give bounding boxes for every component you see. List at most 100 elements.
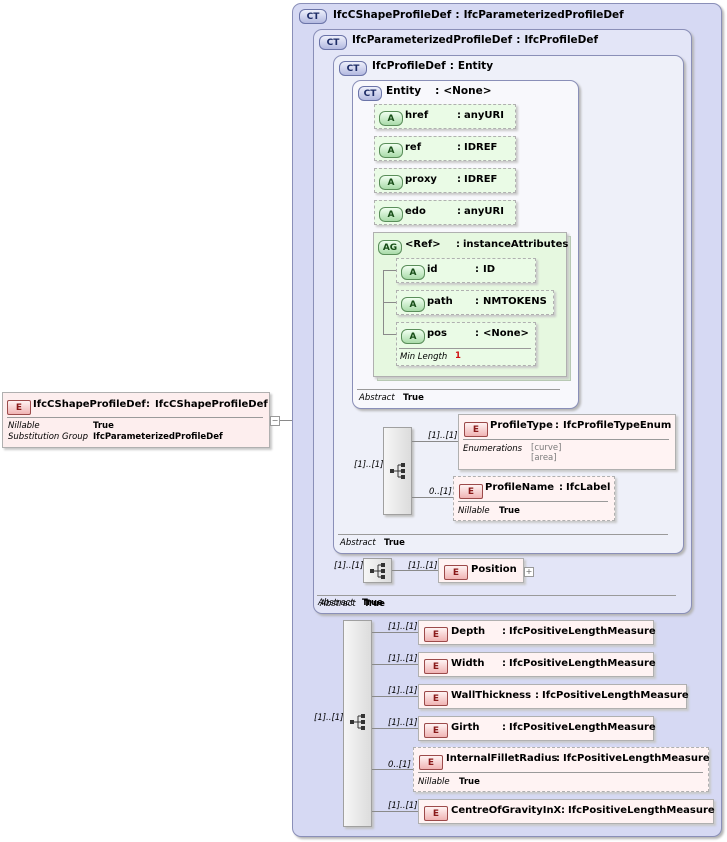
element-internalfilletradius[interactable]: E InternalFilletRadius : IfcPositiveLeng… (413, 747, 710, 792)
connector-line (372, 769, 413, 770)
element-depth[interactable]: E Depth : IfcPositiveLengthMeasure (418, 620, 656, 645)
min-length-value: 1 (455, 351, 461, 361)
separator: : (475, 328, 479, 339)
connector-line (412, 497, 453, 498)
separator: : (146, 399, 150, 410)
element-name: Width (451, 658, 485, 669)
abstract-value: True (364, 599, 385, 609)
nillable-value: True (459, 777, 480, 787)
complex-type-base: Entity (457, 60, 494, 72)
sequence-icon (370, 563, 385, 579)
separator: : (457, 110, 461, 121)
attribute-proxy[interactable]: A proxy : IDREF (374, 168, 516, 193)
element-type: IfcPositiveLengthMeasure (509, 658, 656, 669)
attribute-edo[interactable]: A edo : anyURI (374, 200, 516, 225)
cardinality-label: [1]..[1] (314, 713, 344, 723)
connector-line (372, 664, 418, 665)
attribute-group-name: <Ref> (405, 239, 441, 250)
attribute-type: NMTOKENS (483, 296, 547, 307)
divider (458, 501, 608, 502)
abstract-label: Abstract (340, 538, 376, 548)
divider (463, 439, 669, 440)
abstract-value: True (362, 598, 383, 608)
complex-type-badge: CT (339, 61, 367, 76)
root-element-name: IfcCShapeProfileDef (33, 399, 146, 410)
complex-type-title: IfcParameterizedProfileDef:IfcProfileDef (352, 34, 598, 46)
complex-type-badge: CT (358, 86, 382, 101)
cardinality-label: [1]..[1] (408, 561, 438, 571)
attribute-group-type: instanceAttributes (463, 239, 569, 250)
element-centreofgravityinx[interactable]: E CentreOfGravityInX : IfcPositiveLength… (418, 799, 715, 824)
element-profilename[interactable]: E ProfileName : IfcLabel Nillable True (453, 476, 615, 521)
element-name: ProfileType (490, 420, 553, 431)
cardinality-label: 0..[1] (429, 487, 452, 497)
attribute-name: ref (405, 142, 422, 153)
element-badge: E (424, 691, 448, 706)
attribute-name: proxy (405, 174, 437, 185)
expand-toggle-icon[interactable]: + (524, 567, 534, 577)
divider (7, 417, 263, 418)
abstract-label: Abstract (320, 599, 356, 609)
min-length-label: Min Length (400, 352, 448, 362)
attribute-name: id (427, 264, 438, 275)
cardinality-label: 0..[1] (388, 760, 411, 770)
prop-key-substitution-group: Substitution Group (8, 432, 89, 442)
complex-type-name: Entity (386, 85, 422, 97)
enumerations-label: Enumerations (463, 444, 523, 454)
element-name: WallThickness (451, 690, 532, 701)
cardinality-label: [1]..[1] (388, 801, 418, 811)
divider (357, 389, 560, 390)
connector-line (372, 728, 418, 729)
element-badge: E (419, 755, 443, 770)
attribute-type: IDREF (464, 174, 498, 185)
enumeration-value: [curve] (531, 443, 562, 453)
separator: : (556, 753, 560, 764)
separator: : (435, 85, 440, 97)
attribute-badge: A (401, 329, 425, 344)
element-type: IfcPositiveLengthMeasure (542, 690, 689, 701)
separator: : (516, 34, 521, 46)
complex-type-base: IfcParameterizedProfileDef (463, 9, 624, 21)
complex-type-badge: CT (319, 35, 347, 50)
complex-type-name: IfcProfileDef (372, 60, 446, 72)
element-girth[interactable]: E Girth : IfcPositiveLengthMeasure (418, 716, 656, 741)
root-element-box[interactable]: E IfcCShapeProfileDef : IfcCShapeProfile… (2, 392, 270, 448)
attribute-ref[interactable]: A ref : IDREF (374, 136, 516, 161)
prop-key-nillable: Nillable (8, 421, 40, 431)
separator: : (457, 142, 461, 153)
element-badge: E (424, 806, 448, 821)
attribute-id[interactable]: A id : ID (396, 258, 536, 283)
complex-type-name: IfcParameterizedProfileDef (352, 34, 513, 46)
root-element-type: IfcCShapeProfileDef (155, 399, 268, 410)
element-width[interactable]: E Width : IfcPositiveLengthMeasure (418, 652, 656, 677)
abstract-label: Abstract (318, 598, 354, 608)
element-name: Girth (451, 722, 480, 733)
separator: : (502, 626, 506, 637)
separator: : (475, 264, 479, 275)
element-type: IfcPositiveLengthMeasure (563, 753, 710, 764)
separator: : (502, 722, 506, 733)
attribute-type: ID (483, 264, 496, 275)
divider (317, 595, 675, 596)
attribute-href[interactable]: A href : anyURI (374, 104, 516, 129)
element-badge: E (459, 484, 483, 499)
element-type: IfcProfileTypeEnum (563, 420, 672, 431)
attribute-path[interactable]: A path : NMTOKENS (396, 290, 554, 315)
connector-line (383, 334, 397, 335)
element-wallthickness[interactable]: E WallThickness : IfcPositiveLengthMeasu… (418, 684, 689, 709)
nillable-label: Nillable (418, 777, 450, 787)
attribute-type: anyURI (464, 206, 504, 217)
element-position[interactable]: E Position (438, 558, 524, 583)
separator: : (475, 296, 479, 307)
element-badge: E (444, 565, 468, 580)
separator: : (457, 174, 461, 185)
element-name: InternalFilletRadius (446, 753, 558, 764)
connector-line (412, 441, 458, 442)
element-profiletype[interactable]: E ProfileType : IfcProfileTypeEnum Enume… (458, 414, 676, 470)
attribute-type: <None> (483, 328, 529, 339)
divider (418, 772, 703, 773)
collapse-toggle-icon[interactable]: − (270, 416, 280, 426)
attribute-pos[interactable]: A pos : <None> Min Length 1 (396, 322, 536, 366)
connector-line (372, 632, 418, 633)
nillable-value: True (499, 506, 520, 516)
